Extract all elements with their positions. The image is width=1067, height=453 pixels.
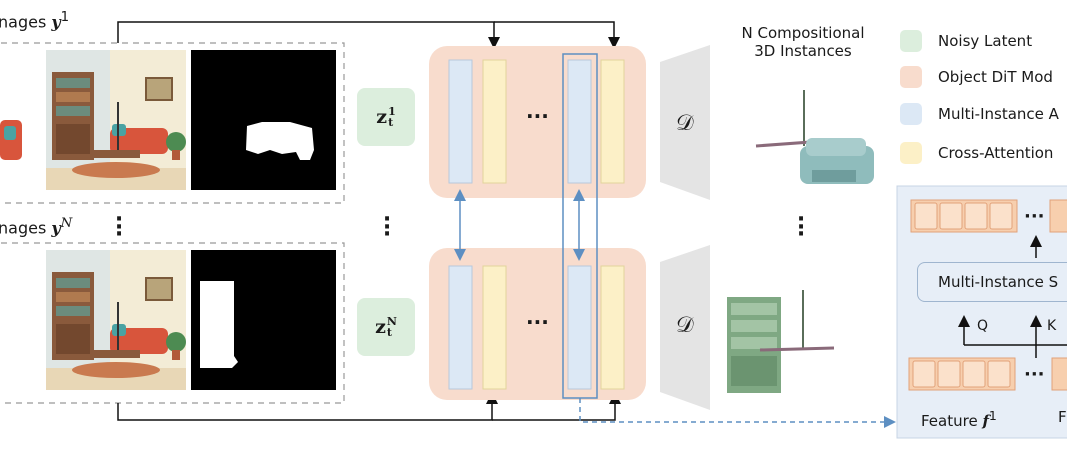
feature-label-text: Feature: [921, 412, 978, 430]
input-frame-bottom: [0, 242, 345, 404]
latent-first-sup: 1: [388, 105, 396, 118]
cross-attn-col-bottom-2: [600, 265, 625, 390]
row-label-last: nages yN: [0, 216, 72, 237]
feature-label-trailing: F: [1058, 408, 1067, 426]
ellipsis-token-top: ···: [1024, 206, 1045, 227]
output-title-line1: N Compositional: [741, 24, 865, 42]
vertical-ellipsis-latents: ···: [382, 207, 392, 248]
output-title: N Compositional 3D Instances: [733, 24, 873, 60]
feature-label-sup: 1: [988, 408, 997, 423]
legend-label-cross-attention: Cross-Attention: [938, 144, 1054, 162]
legend-label-multi-instance: Multi-Instance A: [938, 105, 1059, 123]
wire-bottom-2: [492, 392, 621, 421]
row-label-first-prefix: nages: [0, 12, 47, 32]
partial-chair-image-top: [0, 120, 22, 160]
legend-swatch-multi-instance: [900, 103, 922, 125]
token: [914, 202, 938, 230]
wire-top: [117, 21, 500, 49]
legend-item-object-dit: Object DiT Mod: [900, 64, 1053, 90]
mi-attn-col-top-1: [448, 59, 473, 184]
vertical-ellipsis-outputs: ···: [796, 207, 806, 248]
token: [939, 202, 963, 230]
mi-attn-col-bottom-2: [567, 265, 592, 390]
latent-last-sub: t: [386, 326, 392, 339]
row-label-last-prefix: nages: [0, 218, 47, 238]
token-strip-top-right: [1049, 199, 1067, 233]
row-label-last-sup: N: [60, 216, 73, 231]
latent-last-sup: N: [386, 315, 397, 328]
legend-item-noisy-latent: Noisy Latent: [900, 28, 1032, 54]
row-label-last-var: y: [51, 218, 61, 238]
q-label: Q: [977, 318, 989, 334]
ellipsis-dit-bottom: ···: [526, 310, 549, 334]
detail-link-dashed: [579, 398, 896, 428]
token: [987, 360, 1011, 388]
decoder-symbol-top: 𝒟: [676, 111, 694, 136]
decoder-bottom: [660, 245, 710, 410]
mi-attn-col-bottom-1: [448, 265, 473, 390]
feature-label: Feature f1: [921, 408, 997, 430]
token: [912, 360, 936, 388]
latent-first-base: z: [376, 106, 388, 128]
legend-swatch-object-dit: [900, 66, 922, 88]
token-strip-bottom-right: [1051, 357, 1067, 391]
token: [989, 202, 1013, 230]
output-bookshelf-3d: [727, 290, 835, 393]
legend-label-object-dit: Object DiT Mod: [938, 68, 1053, 86]
multi-instance-module-label: Multi-Instance S: [938, 273, 1059, 291]
living-room-image-bottom: [46, 250, 186, 390]
legend-label-noisy-latent: Noisy Latent: [938, 32, 1033, 50]
token: [937, 360, 961, 388]
mask-bookshelf-shape: [200, 281, 238, 368]
token: [964, 202, 988, 230]
feature-label-var: f: [982, 412, 989, 430]
decoder-symbol-bottom: 𝒟: [676, 313, 694, 338]
cross-attn-col-top-2: [600, 59, 625, 184]
wire-top-2: [494, 21, 620, 49]
output-title-line2: 3D Instances: [754, 42, 852, 60]
mask-image-top: [191, 50, 336, 190]
cross-attn-col-top-1: [482, 59, 507, 184]
output-sofa-3d: [755, 90, 874, 184]
legend-swatch-noisy-latent: [900, 30, 922, 52]
cross-attn-col-bottom-1: [482, 265, 507, 390]
ellipsis-token-bottom: ···: [1024, 364, 1045, 385]
input-frame-top: [0, 42, 345, 204]
legend-item-multi-instance: Multi-Instance A: [900, 101, 1059, 127]
multi-instance-module: Multi-Instance S: [917, 262, 1067, 302]
row-label-first: nages y1: [0, 10, 69, 31]
vertical-ellipsis-inputs: ···: [114, 207, 124, 248]
living-room-image-top: [46, 50, 186, 190]
legend-item-cross-attention: Cross-Attention: [900, 140, 1053, 166]
wire-bottom: [117, 392, 498, 421]
decoder-top: [660, 45, 710, 200]
mask-sofa-shape: [246, 122, 314, 160]
ellipsis-dit-top: ···: [526, 104, 549, 128]
row-label-first-var: y: [51, 12, 61, 32]
k-label: K: [1047, 318, 1057, 334]
legend-swatch-cross-attention: [900, 142, 922, 164]
latent-first-sub: t: [388, 116, 394, 129]
latent-last-base: z: [375, 316, 386, 338]
row-label-first-sup: 1: [60, 10, 70, 25]
token: [962, 360, 986, 388]
mi-attn-col-top-2: [567, 59, 592, 184]
